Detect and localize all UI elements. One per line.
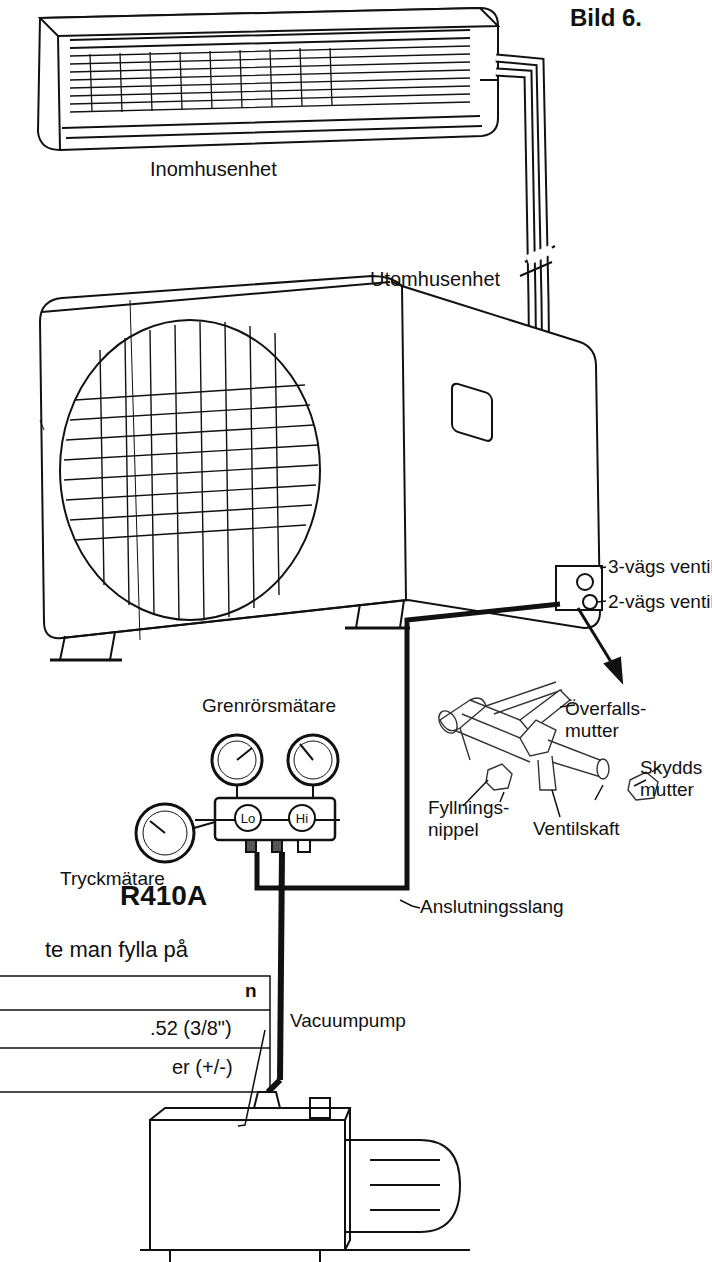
part-label: 3-vägs ventil (608, 556, 712, 578)
part-label: R410A (120, 880, 207, 912)
valve-detail (435, 682, 660, 802)
part-label: n (245, 980, 257, 1002)
part-label: Överfalls- mutter (565, 698, 660, 742)
part-label: Grenrörsmätare (202, 695, 336, 717)
part-label: Inomhusenhet (150, 158, 277, 181)
part-label: er (+/-) (172, 1056, 233, 1079)
part-label: Ventilskaft (533, 818, 620, 840)
gauge-port: Hi (288, 804, 316, 832)
part-label: 2-vägs ventil (608, 591, 712, 613)
part-label: Vacuumpump (290, 1010, 406, 1032)
port-label: Lo (241, 812, 255, 825)
part-label: Utomhusenhet (370, 268, 500, 291)
port-label: Hi (296, 812, 308, 825)
outdoor-unit (40, 276, 606, 660)
hoses (257, 604, 560, 1092)
arrow-head (605, 658, 622, 682)
indoor-unit (38, 8, 498, 150)
spec-table (0, 976, 270, 1092)
part-label: Skydds mutter (640, 757, 710, 801)
gauge-port: Lo (234, 804, 262, 832)
part-label: te man fylla på (45, 937, 188, 962)
vacuum-pump (140, 1030, 470, 1262)
part-label: Anslutningsslang (420, 896, 564, 918)
manifold-gauge (136, 735, 340, 862)
part-label: .52 (3/8") (150, 1017, 232, 1040)
figure-title: Bild 6. (570, 4, 642, 32)
detail-arrow (578, 608, 616, 670)
part-label: Fyllnings- nippel (428, 797, 518, 841)
